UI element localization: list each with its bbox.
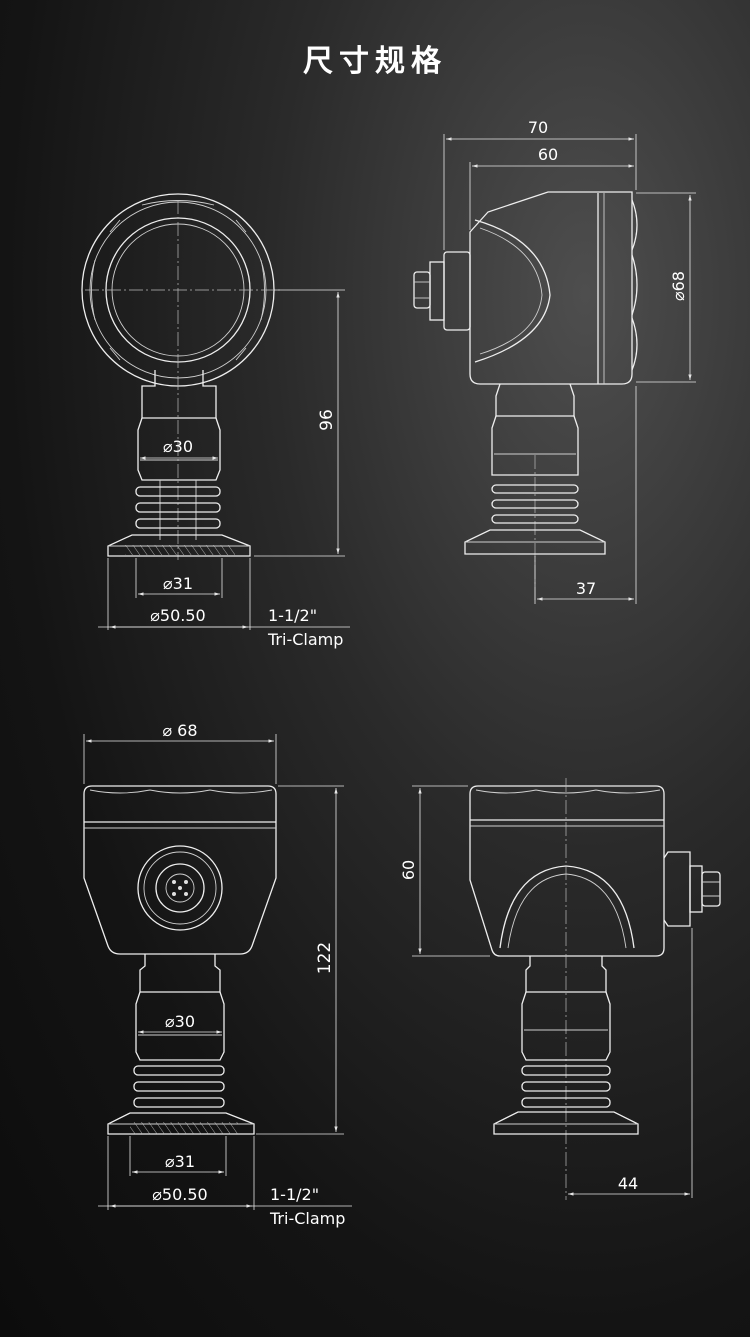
dim-height-96: 96: [317, 409, 337, 431]
clamp-size: 1-1/2": [268, 606, 317, 625]
dim-height-122: 122: [315, 942, 335, 974]
dim-flange-dia: ⌀50.50: [150, 606, 205, 625]
dim-bore-dia-bottom: ⌀31: [165, 1152, 195, 1171]
dim-offset-bottom: 44: [618, 1174, 638, 1193]
front-view-top: 96 ⌀30 ⌀31 ⌀50.50 1-1/2" Tri-Clamp: [81, 193, 350, 649]
page-title: 尺寸规格: [303, 44, 447, 79]
dim-width-body: 60: [538, 145, 558, 164]
dim-neck-dia-bottom: ⌀30: [165, 1012, 195, 1031]
clamp-type-bottom: Tri-Clamp: [269, 1209, 345, 1228]
dim-width-total: 70: [528, 118, 548, 137]
front-view-bottom: ⌀ 68 122 ⌀30 ⌀31 ⌀50.50 1-1/2" Tri-Clamp: [83, 721, 352, 1228]
side-view-bottom: 60 44: [399, 778, 721, 1200]
side-view-top: 70 60 ⌀68 37: [413, 118, 696, 604]
dim-body-dia: ⌀68: [669, 271, 688, 301]
clamp-size-bottom: 1-1/2": [270, 1185, 319, 1204]
dim-head-height: 60: [399, 860, 418, 880]
clamp-type: Tri-Clamp: [267, 630, 343, 649]
dim-flange-dia-bottom: ⌀50.50: [152, 1185, 207, 1204]
dim-offset: 37: [576, 579, 596, 598]
dim-neck-dia: ⌀30: [163, 437, 193, 456]
dim-top-dia: ⌀ 68: [162, 721, 197, 740]
dim-bore-dia: ⌀31: [163, 574, 193, 593]
